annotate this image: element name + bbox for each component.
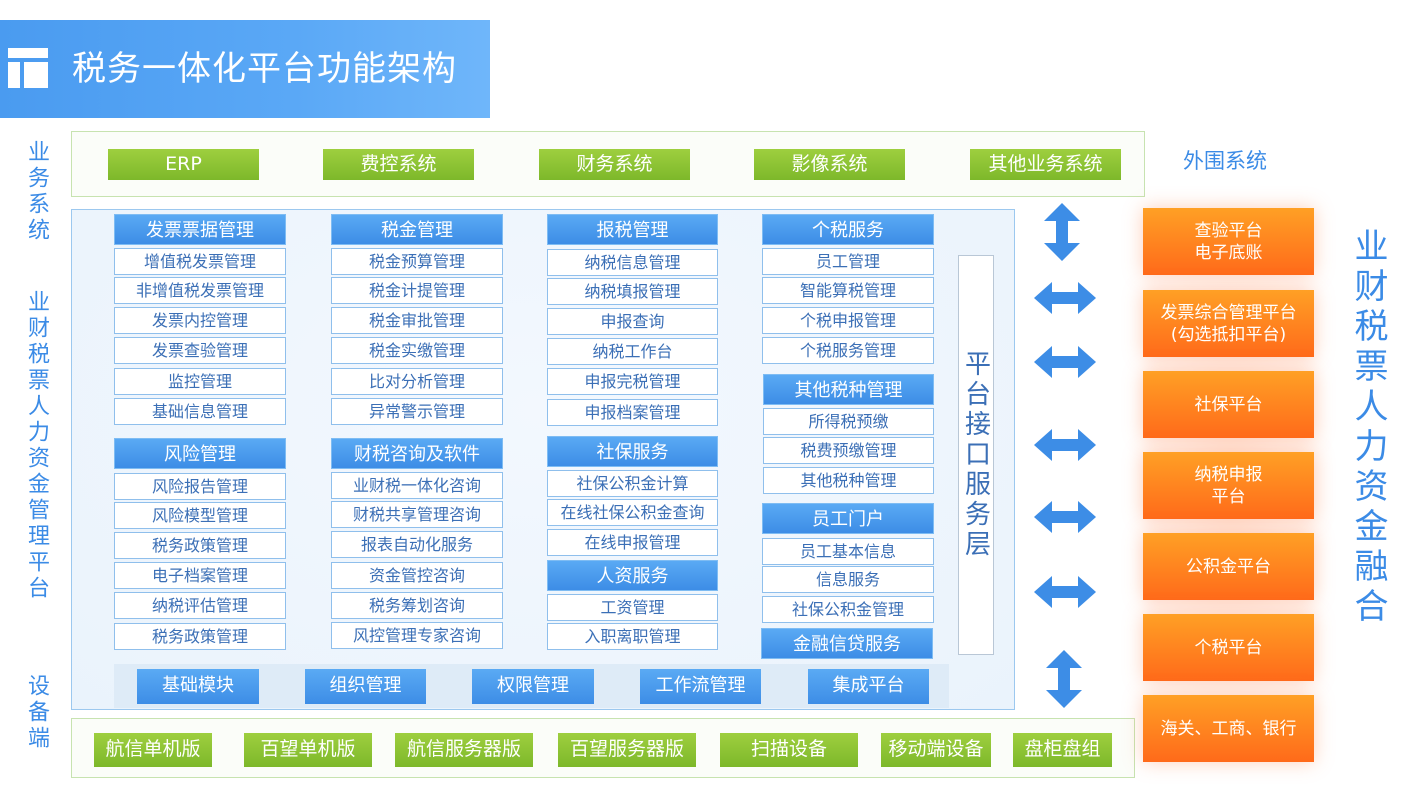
module-item[interactable]: 个税服务管理 [762,337,934,364]
module-item[interactable]: 纳税工作台 [547,338,718,365]
module-social-header[interactable]: 社保服务 [547,436,718,467]
module-item[interactable]: 员工管理 [762,248,934,275]
double-arrow-vertical-icon [1044,203,1080,261]
label-management-platform: 业财税票人力资金管理平台 [24,290,49,602]
label-devices: 设备端 [24,674,49,752]
ext-customs-bank-platform[interactable]: 海关、工商、银行 [1143,695,1314,762]
module-item[interactable]: 社保公积金计算 [547,470,718,497]
label-external-systems: 外围系统 [1183,149,1267,173]
module-item[interactable]: 入职离职管理 [547,623,718,650]
module-item[interactable]: 风险报告管理 [114,473,286,500]
module-item[interactable]: 社保公积金管理 [762,596,934,623]
api-service-layer[interactable]: 平台接口服务层 [958,255,994,655]
module-item[interactable]: 申报完税管理 [547,368,718,395]
module-item[interactable]: 申报查询 [547,308,718,335]
device-bw-server[interactable]: 百望服务器版 [558,733,696,767]
module-risk-header[interactable]: 风险管理 [114,438,286,469]
ext-iit-platform[interactable]: 个税平台 [1143,614,1314,681]
module-item[interactable]: 异常警示管理 [331,398,503,425]
module-item[interactable]: 税金审批管理 [331,307,503,334]
layout-icon [8,48,48,88]
module-tax-header[interactable]: 税金管理 [331,214,503,245]
module-item[interactable]: 纳税信息管理 [547,249,718,276]
module-item[interactable]: 纳税填报管理 [547,278,718,305]
module-item[interactable]: 电子档案管理 [114,562,286,589]
ext-social-security-platform[interactable]: 社保平台 [1143,371,1314,438]
base-module-basic[interactable]: 基础模块 [137,669,259,704]
module-hr-header[interactable]: 人资服务 [547,560,718,591]
module-item[interactable]: 财税共享管理咨询 [331,501,503,528]
module-item[interactable]: 税金实缴管理 [331,337,503,364]
module-item[interactable]: 员工基本信息 [762,538,934,565]
module-item[interactable]: 工资管理 [547,594,718,621]
module-iit-header[interactable]: 个税服务 [762,214,934,245]
module-item[interactable]: 发票查验管理 [114,337,286,364]
module-item[interactable]: 税务政策管理 [114,532,286,559]
module-item[interactable]: 税费预缴管理 [763,437,934,464]
device-hx-standalone[interactable]: 航信单机版 [94,733,212,767]
module-item[interactable]: 纳税评估管理 [114,592,286,619]
module-item[interactable]: 所得税预缴 [763,408,934,435]
label-business-systems: 业务系统 [24,140,49,244]
device-hx-server[interactable]: 航信服务器版 [395,733,533,767]
double-arrow-horizontal-icon [1034,282,1096,314]
module-item[interactable]: 风控管理专家咨询 [331,622,503,649]
module-item[interactable]: 在线申报管理 [547,529,718,556]
module-item[interactable]: 智能算税管理 [762,277,934,304]
device-mobile[interactable]: 移动端设备 [881,733,991,767]
module-item[interactable]: 税务筹划咨询 [331,592,503,619]
module-item[interactable]: 报表自动化服务 [331,531,503,558]
double-arrow-horizontal-icon [1034,346,1096,378]
ext-tax-filing-platform[interactable]: 纳税申报 平台 [1143,452,1314,519]
ext-invoice-platform[interactable]: 发票综合管理平台 (勾选抵扣平台) [1143,290,1314,357]
device-cabinet[interactable]: 盘柜盘组 [1013,733,1112,767]
double-arrow-horizontal-icon [1034,576,1096,608]
title-banner [0,20,490,118]
module-item[interactable]: 税金预算管理 [331,248,503,275]
biz-finance[interactable]: 财务系统 [539,149,690,180]
base-module-integration[interactable]: 集成平台 [808,669,929,704]
module-item[interactable]: 基础信息管理 [114,398,286,425]
biz-image[interactable]: 影像系统 [754,149,905,180]
module-item[interactable]: 发票内控管理 [114,307,286,334]
double-arrow-horizontal-icon [1034,429,1096,461]
module-item[interactable]: 税务政策管理 [114,623,286,650]
module-item[interactable]: 风险模型管理 [114,502,286,529]
module-item[interactable]: 信息服务 [762,566,934,593]
device-scanner[interactable]: 扫描设备 [720,733,858,767]
module-item[interactable]: 其他税种管理 [763,467,934,494]
base-module-org[interactable]: 组织管理 [305,669,426,704]
module-item[interactable]: 比对分析管理 [331,368,503,395]
base-module-permission[interactable]: 权限管理 [472,669,594,704]
module-item[interactable]: 资金管控咨询 [331,562,503,589]
biz-expense-control[interactable]: 费控系统 [323,149,474,180]
module-other-tax-header[interactable]: 其他税种管理 [763,374,934,405]
module-consulting-header[interactable]: 财税咨询及软件 [331,438,503,469]
device-bw-standalone[interactable]: 百望单机版 [244,733,372,767]
biz-other[interactable]: 其他业务系统 [970,149,1121,180]
module-item[interactable]: 税金计提管理 [331,277,503,304]
module-item[interactable]: 监控管理 [114,368,286,395]
page-title: 税务一体化平台功能架构 [72,49,457,89]
module-item[interactable]: 在线社保公积金查询 [547,499,718,526]
module-finance-credit-header[interactable]: 金融信贷服务 [761,628,933,659]
label-fusion: 业财税票人力资金融合 [1348,228,1388,628]
ext-verification-platform[interactable]: 查验平台 电子底账 [1143,208,1314,275]
module-filing-header[interactable]: 报税管理 [547,214,718,245]
module-item[interactable]: 增值税发票管理 [114,248,286,275]
module-item[interactable]: 非增值税发票管理 [114,277,286,304]
module-item[interactable]: 个税申报管理 [762,307,934,334]
module-item[interactable]: 业财税一体化咨询 [331,472,503,499]
ext-housing-fund-platform[interactable]: 公积金平台 [1143,533,1314,600]
module-item[interactable]: 申报档案管理 [547,399,718,426]
base-module-workflow[interactable]: 工作流管理 [640,669,761,704]
module-employee-portal-header[interactable]: 员工门户 [762,503,934,534]
double-arrow-vertical-icon [1046,650,1082,708]
biz-erp[interactable]: ERP [108,149,259,180]
module-invoice-header[interactable]: 发票票据管理 [114,214,286,245]
double-arrow-horizontal-icon [1034,501,1096,533]
